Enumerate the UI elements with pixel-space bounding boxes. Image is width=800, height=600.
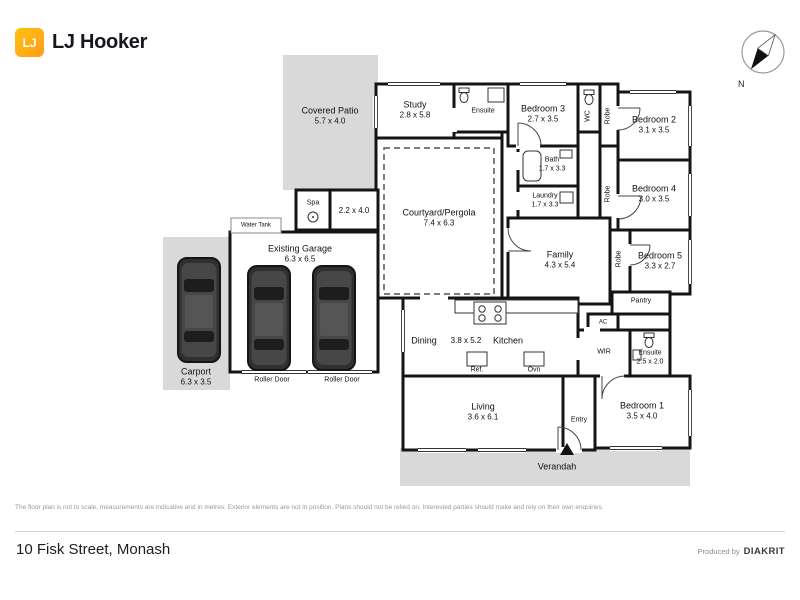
ljhooker-logo-mark-icon: LJ	[15, 28, 44, 57]
producer-brand: DIAKRIT	[743, 546, 785, 557]
property-address: 10 Fisk Street, Monash	[16, 541, 171, 558]
entry-arrow-icon	[560, 443, 574, 455]
ljhooker-logo: LJ LJ Hooker	[15, 28, 147, 57]
fridge-icon	[466, 351, 488, 367]
family-walls	[506, 216, 612, 306]
bathtub-icon	[522, 150, 542, 182]
covered-patio-slab	[283, 55, 378, 190]
car-icon	[312, 265, 356, 371]
ljhooker-logo-text: LJ Hooker	[52, 31, 148, 53]
car-icon	[247, 265, 291, 371]
produced-by: Produced by DIAKRIT	[697, 546, 785, 557]
windows-layer	[373, 81, 693, 453]
stove-icon	[473, 301, 507, 325]
water-tank-outline	[230, 217, 282, 234]
door-arcs-layer	[507, 107, 651, 451]
bedroom4-walls	[616, 158, 692, 232]
hall2-walls	[616, 312, 672, 332]
car-icon	[177, 257, 221, 363]
bath-sink-icon	[559, 149, 573, 159]
toilet-icon	[583, 89, 595, 105]
kitchen-counter	[454, 299, 579, 314]
wir-walls	[576, 328, 632, 378]
shower-icon	[487, 87, 505, 103]
ensuite-sink-icon	[632, 349, 642, 361]
pantry-walls	[610, 290, 672, 316]
footer-divider	[15, 531, 785, 532]
bedroom1-walls	[593, 374, 692, 450]
study-walls	[374, 82, 456, 140]
toilet-icon	[458, 87, 470, 103]
laundry-trough-icon	[559, 191, 574, 204]
cars-layer	[177, 257, 356, 371]
spa-walls	[294, 188, 332, 232]
courtyard-dashed-outline	[383, 147, 495, 295]
entry-walls	[561, 374, 597, 452]
fixtures-layer	[307, 87, 655, 367]
compass-north-label: N	[738, 79, 745, 89]
bedroom5-walls	[628, 228, 692, 296]
disclaimer-text: The floor plan is not to scale, measurem…	[15, 504, 604, 511]
passage-walls	[328, 188, 380, 232]
compass-icon	[741, 30, 785, 74]
oven-icon	[523, 351, 545, 367]
verandah-slab	[400, 448, 690, 486]
toilet-icon	[643, 332, 655, 348]
living-walls	[401, 374, 565, 452]
bedroom2-walls	[616, 90, 692, 162]
